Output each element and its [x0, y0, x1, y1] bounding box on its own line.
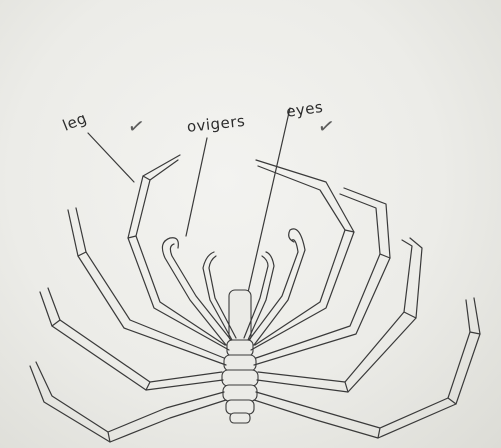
leg-right-2: [254, 188, 390, 365]
leg-right-3: [257, 238, 422, 392]
oviger-pointer-line: [186, 138, 207, 236]
leg-pointer-line: [88, 133, 134, 182]
body-trunk: [222, 290, 258, 423]
oviger-left-outer: [162, 238, 231, 345]
eyes-pointer-line: [244, 108, 290, 310]
leg-right-4: [254, 298, 480, 438]
leg-left-3: [40, 288, 223, 390]
oviger-right-outer: [249, 229, 305, 345]
leg-right-1: [251, 160, 354, 350]
leg-left-4: [30, 362, 226, 442]
